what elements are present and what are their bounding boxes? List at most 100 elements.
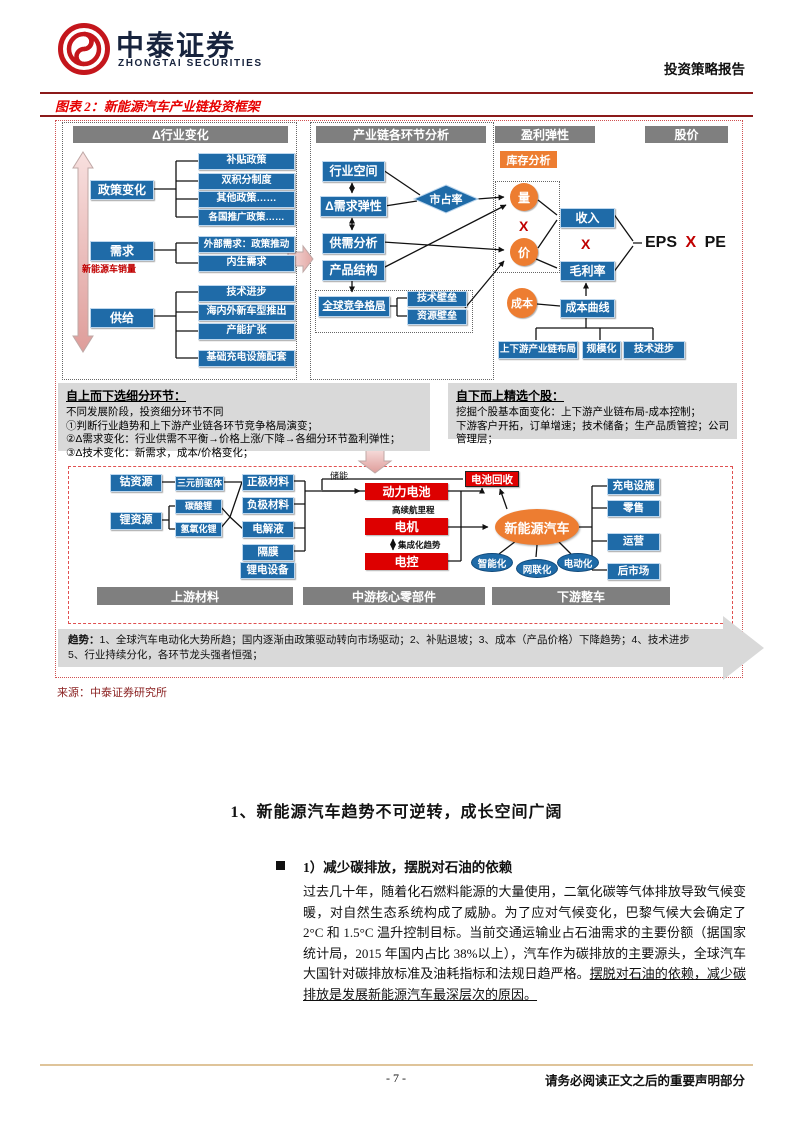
product-structure-box: 产品结构	[322, 260, 385, 281]
charging-facility-box: 充电设施	[607, 478, 660, 495]
charging-infra-box: 基础充电设施配套	[198, 350, 295, 367]
topdown-line-2: ①判断行业趋势和上下游产业链各环节竞争格局演变；	[66, 419, 318, 432]
footer-rule	[40, 1064, 753, 1066]
trend-line-1: 1、全球汽车电动化大势所趋；国内逐渐由政策驱动转向市场驱动；2、补贴退坡；3、成…	[99, 634, 690, 646]
integration-note: 集成化趋势	[398, 540, 441, 550]
industry-space-box: 行业空间	[322, 161, 385, 182]
footer-notice: 请务必阅读正文之后的重要声明部分	[544, 1074, 745, 1088]
report-type-label: 投资策略报告	[664, 62, 745, 77]
capacity-expansion-box: 产能扩张	[198, 323, 295, 340]
paragraph-underlined: 摆脱对石油的依赖，减少碳排放是发展新能源汽车最深层次的原因。	[303, 966, 746, 1002]
demand-box: 需求	[90, 241, 154, 261]
stock-price-header: 股价	[645, 126, 728, 143]
figure-title: 图表 2：新能源汽车产业链投资框架	[55, 99, 260, 114]
trend-text: 趋势：1、全球汽车电动化大势所趋；国内逐渐由政策驱动转向市场驱动；2、补贴退坡；…	[68, 633, 718, 663]
precursor-box: 三元前驱体	[175, 476, 224, 491]
tech-progress-cost-box: 技术进步	[623, 341, 685, 359]
lithium-resource-box: 锂资源	[110, 512, 162, 530]
page-number: - 7 -	[386, 1071, 406, 1085]
demand-elasticity-box: Δ需求弹性	[320, 196, 387, 217]
operation-box: 运营	[607, 533, 660, 551]
gross-margin-box: 毛利率	[560, 261, 615, 281]
separator-box: 隔膜	[242, 544, 294, 561]
upstream-band: 上游材料	[97, 587, 293, 605]
multiply-3: X	[685, 234, 697, 251]
bottomup-block: 自下而上精选个股： 挖掘个股基本面变化：上下游产业链布局-成本控制； 下游客户开…	[448, 383, 737, 445]
anode-box: 负极材料	[242, 497, 294, 514]
price-circle: 价	[510, 238, 538, 266]
supply-demand-box: 供需分析	[322, 233, 385, 254]
policy-change-box: 政策变化	[90, 180, 154, 200]
range-note: 高续航里程	[392, 505, 435, 515]
cathode-box: 正极材料	[242, 474, 294, 491]
hydroxide-box: 氢氧化锂	[175, 522, 222, 537]
multiply-2: X	[581, 236, 591, 252]
chain-panel-header: 产业链各环节分析	[316, 126, 486, 143]
power-battery-box: 动力电池	[365, 483, 448, 500]
tech-barrier-box: 技术壁垒	[407, 291, 467, 307]
bullet-square-icon	[276, 861, 285, 870]
nev-ellipse: 新能源汽车	[495, 509, 579, 545]
carbonate-box: 碳酸锂	[175, 499, 222, 514]
aftermarket-box: 后市场	[607, 563, 660, 580]
other-policy-box: 其他政策……	[198, 191, 295, 208]
retail-box: 零售	[607, 500, 660, 517]
volume-circle: 量	[510, 183, 538, 211]
control-box: 电控	[365, 553, 448, 570]
connected-ellipse: 网联化	[516, 559, 558, 578]
multiply-1: X	[519, 218, 529, 234]
cobalt-resource-box: 钴资源	[110, 474, 162, 492]
header-rule-top	[40, 92, 753, 94]
topdown-title: 自上而下选细分环节：	[66, 389, 187, 403]
new-models-box: 海内外新车型推出	[198, 304, 295, 321]
trend-label: 趋势：	[68, 634, 100, 646]
motor-box: 电机	[365, 518, 448, 535]
global-competition-box: 全球竞争格局	[318, 296, 390, 317]
zhongtai-logo-icon	[57, 22, 111, 76]
downstream-band: 下游整车	[492, 587, 670, 605]
trend-line-2: 5、行业持续分化，各环节龙头强者恒强；	[68, 649, 263, 661]
resource-barrier-box: 资源壁垒	[407, 309, 467, 325]
eps-pe-formula: EPS X PE	[645, 234, 726, 252]
body-paragraph: 过去几十年，随着化石燃料能源的大量使用，二氧化碳等气体排放导致气候变暖，对自然生…	[303, 882, 746, 1005]
nev-sales-note: 新能源车销量	[82, 264, 137, 274]
external-demand-box: 外部需求：政策推动	[198, 236, 295, 253]
figure-rule	[40, 115, 753, 117]
competition-frame	[315, 290, 473, 333]
industry-panel-header: Δ行业变化	[73, 126, 288, 143]
brand-name-cn: 中泰证券	[116, 30, 237, 61]
topdown-line-1: 不同发展阶段，投资细分环节不同	[66, 406, 224, 418]
subsidy-policy-box: 补贴政策	[198, 153, 295, 170]
tech-progress-box: 技术进步	[198, 285, 295, 302]
profit-elasticity-header: 盈利弹性	[495, 126, 595, 143]
pe-label: PE	[704, 234, 726, 251]
battery-equipment-box: 锂电设备	[240, 562, 295, 579]
brand-name-en: ZHONGTAI SECURITIES	[118, 58, 263, 69]
eps-label: EPS	[645, 234, 678, 251]
intelligent-ellipse: 智能化	[471, 553, 513, 572]
topdown-block: 自上而下选细分环节： 不同发展阶段，投资细分环节不同 ①判断行业趋势和上下游产业…	[58, 383, 430, 459]
electrolyte-box: 电解液	[242, 521, 294, 538]
bullet-title: 1）减少碳排放，摆脱对石油的依赖	[303, 860, 513, 875]
bottomup-title: 自下而上精选个股：	[456, 389, 565, 403]
topdown-line-4: ③Δ技术变化：新需求，成本/价格变化；	[66, 446, 254, 459]
supply-box: 供给	[90, 308, 154, 328]
global-policy-box: 各国推广政策……	[198, 209, 295, 226]
organic-demand-box: 内生需求	[198, 255, 295, 272]
chain-layout-box: 上下游产业链布局	[498, 341, 578, 359]
scale-box: 规模化	[582, 341, 621, 359]
cost-circle: 成本	[507, 288, 537, 318]
market-share-diamond: 市占率	[413, 184, 479, 214]
section-title: 1、新能源汽车趋势不可逆转，成长空间广阔	[230, 804, 563, 821]
electrified-ellipse: 电动化	[557, 553, 599, 572]
revenue-box: 收入	[560, 208, 615, 228]
inventory-analysis-box: 库存分析	[500, 151, 557, 168]
source-note: 来源：中泰证券研究所	[57, 687, 167, 699]
bottomup-line-1: 挖掘个股基本面变化：上下游产业链布局-成本控制；	[456, 406, 701, 418]
battery-recycle-box: 电池回收	[465, 471, 519, 487]
paragraph-text: 过去几十年，随着化石燃料能源的大量使用，二氧化碳等气体排放导致气候变暖，对自然生…	[303, 884, 746, 981]
dual-credit-box: 双积分制度	[198, 173, 295, 190]
market-share-label: 市占率	[429, 194, 463, 206]
cost-curve-box: 成本曲线	[560, 299, 615, 318]
